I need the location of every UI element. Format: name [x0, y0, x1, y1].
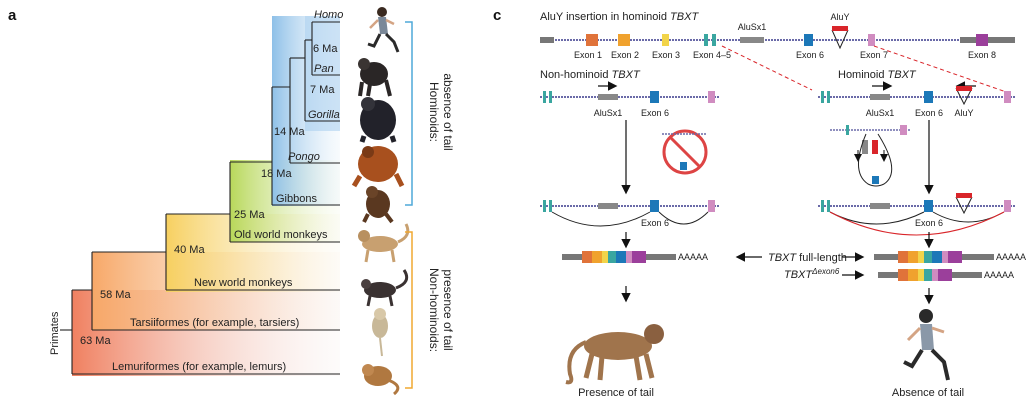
right-aluy-label: AluY: [954, 108, 973, 118]
outcome-left: Presence of tail: [578, 387, 654, 399]
spliced-left-exon6-label: Exon 6: [641, 218, 669, 228]
divergence-40: 40 Ma: [174, 244, 205, 256]
divergence-63: 63 Ma: [80, 335, 111, 347]
spliced-right-exon6-label: Exon 6: [915, 218, 943, 228]
top-gene-structure: [540, 26, 1015, 50]
nonhominoid-title: Non-hominoid TBXT: [540, 69, 641, 81]
gorilla-icon: [359, 97, 397, 143]
exon7-label: Exon 7: [860, 50, 888, 60]
right-polya-delta: AAAAA: [984, 270, 1014, 280]
zoom-line-left: [721, 45, 813, 91]
full-length-label: TBXT full-length: [768, 252, 847, 264]
left-exon6-label: Exon 6: [641, 108, 669, 118]
exon45-label: Exon 4–5: [693, 50, 731, 60]
human-runner-icon: [367, 7, 400, 53]
taxon-gibbons: Gibbons: [276, 193, 317, 205]
exon8-label: Exon 8: [968, 50, 996, 60]
left-premrna: [540, 200, 720, 227]
right-exon6-label: Exon 6: [915, 108, 943, 118]
right-gene-segment: [818, 86, 1015, 106]
zoom-line-right: [873, 45, 1013, 95]
new-world-monkey-icon: [361, 269, 409, 307]
taxon-gorilla: Gorilla: [308, 109, 340, 121]
alu-pairing-loop: [830, 125, 910, 187]
blocked-loop-icon: [662, 129, 708, 175]
exon6-top-label: Exon 6: [796, 50, 824, 60]
left-gene-segment: [540, 91, 720, 103]
tarsier-icon: [372, 308, 388, 357]
top-alusx1-label: AluSx1: [738, 22, 767, 32]
hominoid-label-line2: absence of tail: [441, 73, 455, 150]
right-premrna: [818, 193, 1015, 236]
divergence-25: 25 Ma: [234, 209, 265, 221]
taxon-tarsiiformes: Tarsiiformes (for example, tarsiers): [130, 317, 299, 329]
hominin-band: [305, 16, 340, 131]
hominoid-title: Hominoid TBXT: [838, 69, 917, 81]
left-alusx1-label: AluSx1: [594, 108, 623, 118]
exon3-label: Exon 3: [652, 50, 680, 60]
left-polya: AAAAA: [678, 252, 708, 262]
gibbon-icon: [362, 186, 394, 224]
orangutan-icon: [351, 146, 405, 188]
taxon-homo: Homo: [314, 9, 343, 21]
divergence-58: 58 Ma: [100, 289, 131, 301]
phylogeny-tree: [60, 21, 340, 375]
right-mrna-full: [874, 251, 994, 263]
nonhominoid-label-line1: Non-hominoids:: [427, 268, 441, 352]
old-world-monkey-icon: [358, 223, 410, 263]
hominoid-label-line1: Hominoids:: [427, 82, 441, 142]
divergence-14: 14 Ma: [274, 126, 305, 138]
panel-a-letter: a: [8, 7, 17, 24]
monkey-with-tail-icon: [565, 324, 664, 385]
outcome-right: Absence of tail: [892, 387, 964, 399]
taxon-pan: Pan: [314, 63, 334, 75]
human-runner-large-icon: [903, 309, 950, 381]
panel-c-title: AluY insertion in hominoid TBXT: [540, 11, 699, 23]
divergence-6: 6 Ma: [313, 43, 338, 55]
lemur-icon: [362, 364, 400, 396]
exon1-label: Exon 1: [574, 50, 602, 60]
panel-c-letter: c: [493, 7, 501, 24]
divergence-18: 18 Ma: [261, 168, 292, 180]
nonhominoid-label-line2: presence of tail: [441, 269, 455, 350]
top-aluy-label: AluY: [830, 12, 849, 22]
right-mrna-delta: [878, 269, 982, 281]
right-alusx1-label: AluSx1: [866, 108, 895, 118]
divergence-7: 7 Ma: [310, 84, 335, 96]
right-polya-full: AAAAA: [996, 252, 1026, 262]
left-mrna: [562, 251, 676, 263]
taxon-old-world: Old world monkeys: [234, 229, 328, 241]
taxon-pongo: Pongo: [288, 151, 320, 163]
root-label: Primates: [49, 311, 61, 355]
hominoid-bracket: [405, 21, 413, 206]
nonhominoid-bracket: [405, 231, 413, 389]
taxon-lemuriformes: Lemuriformes (for example, lemurs): [112, 361, 286, 373]
chimpanzee-icon: [358, 58, 392, 97]
taxon-new-world: New world monkeys: [194, 277, 293, 289]
delta-exon6-label: TBXTΔexon6: [784, 267, 840, 281]
exon2-label: Exon 2: [611, 50, 639, 60]
